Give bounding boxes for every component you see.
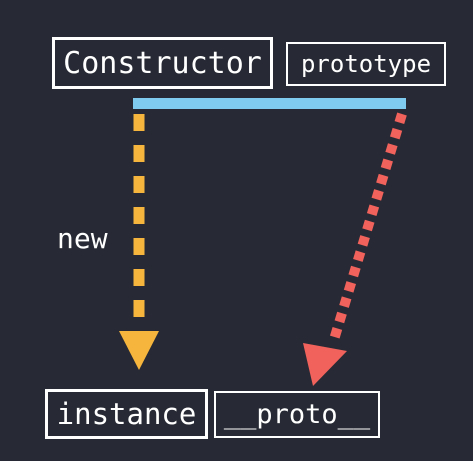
prototype-label: prototype — [300, 50, 432, 78]
new-arrow-head — [119, 331, 159, 370]
prototype-box: prototype — [286, 42, 446, 86]
instance-label: instance — [56, 397, 197, 431]
constructor-label: Constructor — [63, 45, 262, 81]
proto-arrow-head — [303, 343, 347, 386]
new-arrow — [119, 114, 159, 370]
proto-arrow — [303, 112, 407, 386]
instance-box: instance — [45, 389, 208, 439]
proto-box: __proto__ — [214, 391, 380, 438]
connector-bar — [133, 98, 406, 109]
constructor-box: Constructor — [52, 37, 273, 89]
proto-label: __proto__ — [223, 399, 371, 430]
new-label: new — [57, 222, 108, 255]
proto-arrow-line — [328, 112, 407, 345]
